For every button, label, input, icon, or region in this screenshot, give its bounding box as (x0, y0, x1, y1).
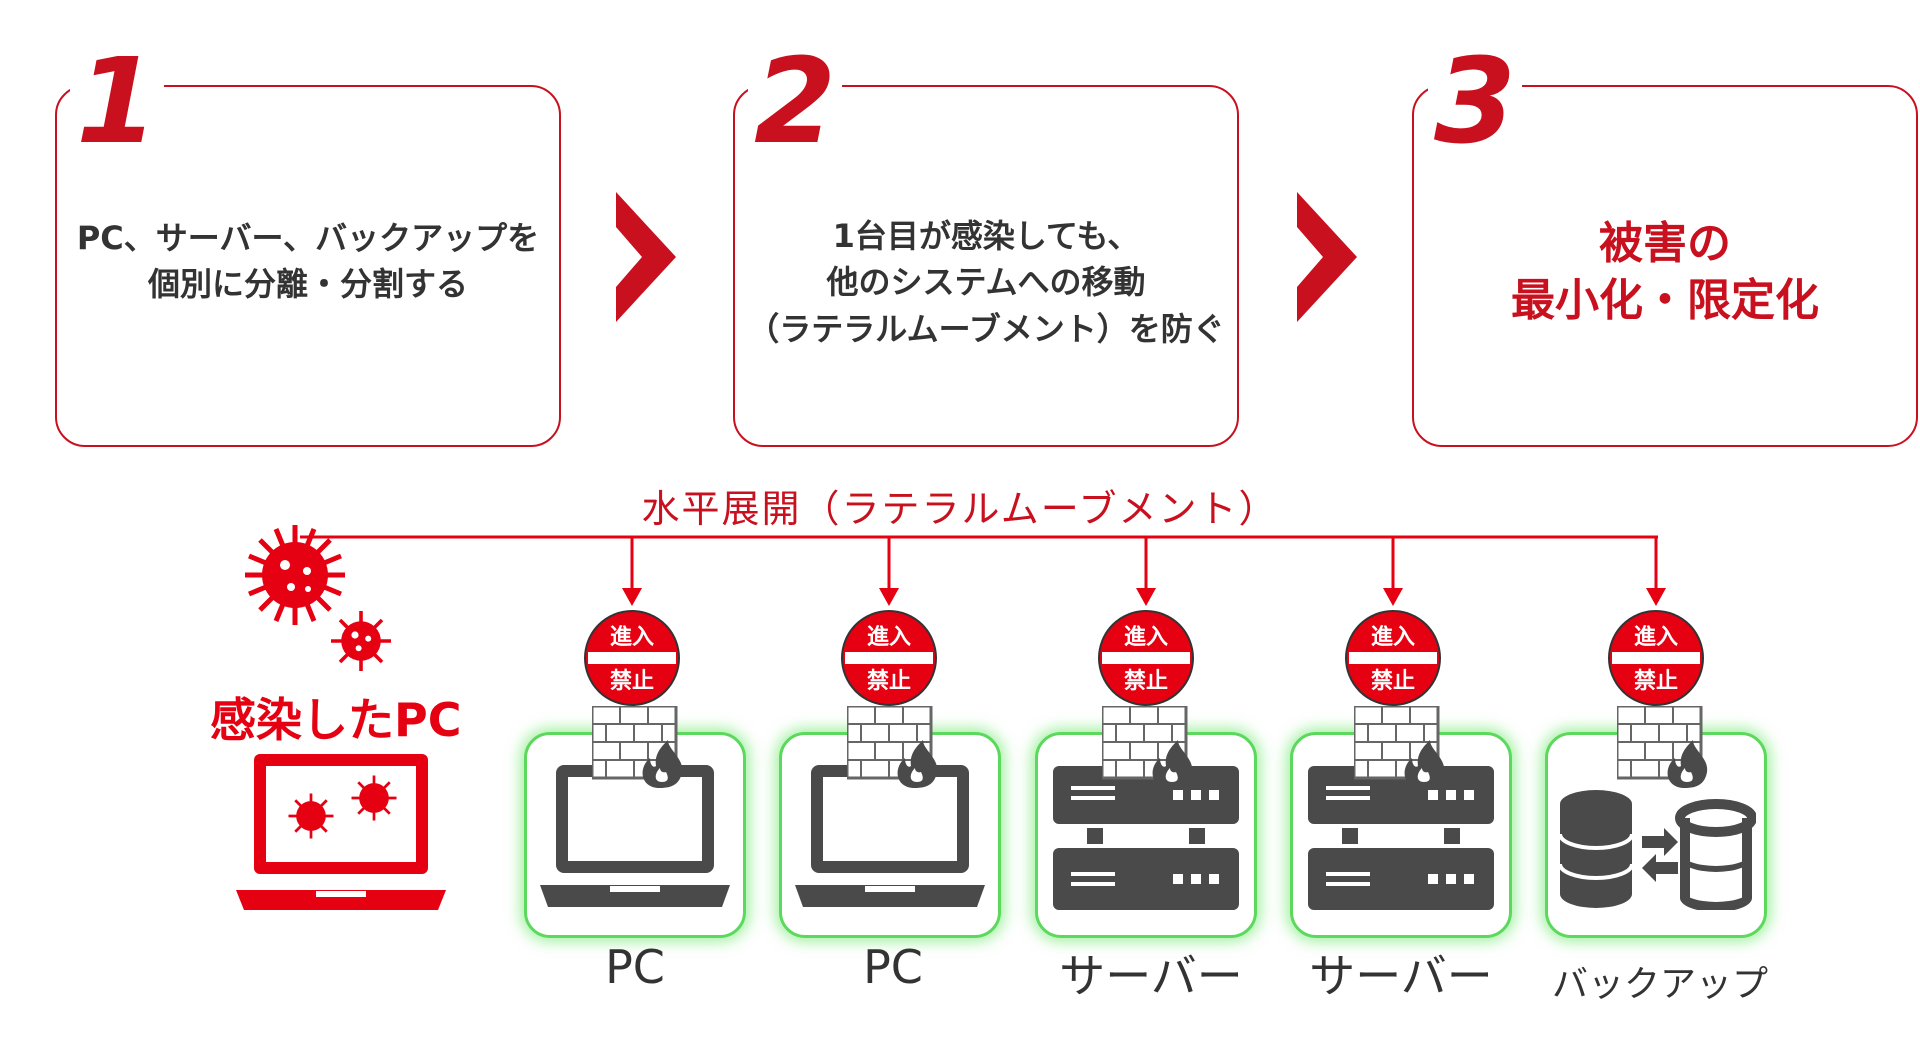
chevron-right-icon (616, 192, 676, 322)
infected-pc-label: 感染したPC (210, 693, 462, 747)
no-entry-bottom-text: 禁止 (1124, 668, 1168, 694)
no-entry-top-text: 進入 (1124, 625, 1168, 650)
firewall-icon (592, 706, 683, 788)
no-entry-top-text: 進入 (1371, 625, 1415, 650)
no-entry-sign-icon: 進入 禁止 (1098, 610, 1194, 706)
virus-icon (331, 611, 391, 671)
step-3-text: 被害の 最小化・限定化 (1414, 215, 1916, 329)
step-1-text: PC、サーバー、バックアップを 個別に分離・分割する (57, 215, 559, 308)
no-entry-top-text: 進入 (867, 625, 911, 650)
firewall-icon (1102, 706, 1193, 788)
no-entry-bottom-text: 禁止 (867, 668, 911, 694)
no-entry-sign-icon: 進入 禁止 (1608, 610, 1704, 706)
device-label-pc-1: PC (605, 940, 665, 994)
server-icon (1308, 766, 1494, 910)
no-entry-top-text: 進入 (610, 625, 654, 650)
backup-database-icon (1558, 790, 1756, 910)
virus-icon (245, 525, 345, 625)
firewall-icon (847, 706, 938, 788)
server-icon (1053, 766, 1239, 910)
device-label-server-2: サーバー (1309, 949, 1493, 1003)
laptop-icon (795, 765, 985, 907)
step-1-line1: PC、サーバー、バックアップを (76, 219, 540, 257)
lateral-movement-label: 水平展開（ラテラルムーブメント） (641, 487, 1279, 531)
device-label-backup: バックアップ (1551, 964, 1768, 1005)
no-entry-bottom-text: 禁止 (1634, 668, 1678, 694)
firewall-icon (1617, 706, 1708, 788)
device-label-server-1: サーバー (1059, 949, 1243, 1003)
no-entry-sign-icon: 進入 禁止 (1345, 610, 1441, 706)
step-1-line2: 個別に分離・分割する (147, 265, 468, 304)
step-3-line1: 被害の (1599, 218, 1731, 269)
step-2-line3: （ラテラルムーブメント）を防ぐ (747, 309, 1225, 348)
no-entry-bottom-text: 禁止 (610, 668, 654, 694)
no-entry-sign-icon: 進入 禁止 (841, 610, 937, 706)
laptop-icon (540, 765, 730, 907)
device-label-pc-2: PC (863, 940, 923, 994)
step-3-box: 被害の 最小化・限定化 (1412, 85, 1918, 447)
step-3-line2: 最小化・限定化 (1511, 275, 1819, 327)
firewall-icon (1354, 706, 1445, 788)
no-entry-top-text: 進入 (1634, 625, 1678, 650)
chevron-right-icon (1297, 192, 1357, 322)
step-2-line1: 1台目が感染しても、 (832, 217, 1140, 255)
infected-laptop-icon (236, 754, 446, 910)
step-3-number: 3 (1428, 42, 1523, 160)
step-2-line2: 他のシステムへの移動 (826, 263, 1146, 302)
step-2-number: 2 (748, 42, 843, 160)
no-entry-bottom-text: 禁止 (1371, 668, 1415, 694)
step-2-text: 1台目が感染しても、 他のシステムへの移動 （ラテラルムーブメント）を防ぐ (735, 213, 1237, 352)
no-entry-sign-icon: 進入 禁止 (584, 610, 680, 706)
step-1-number: 1 (70, 42, 165, 160)
